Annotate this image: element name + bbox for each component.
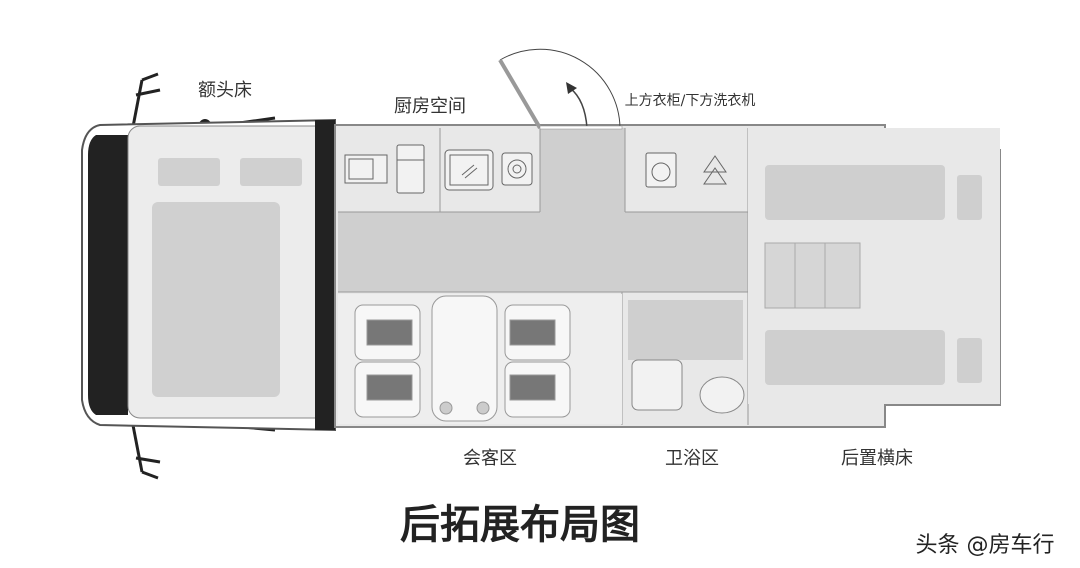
pillow bbox=[957, 338, 982, 383]
entry bbox=[540, 128, 625, 212]
door-swing bbox=[499, 48, 621, 129]
wash-basin bbox=[631, 359, 683, 411]
watermark: 头条 @房车行 bbox=[915, 533, 1055, 558]
aisle bbox=[338, 212, 748, 292]
hanger-icon bbox=[703, 155, 727, 185]
label-wardrobe: 上方衣柜/下方洗衣机 bbox=[624, 93, 756, 109]
rear-bed-top bbox=[765, 165, 945, 220]
pillow bbox=[957, 175, 982, 220]
label-rear-bed: 后置横床 bbox=[841, 448, 913, 469]
side-mirror-bottom bbox=[130, 419, 161, 480]
seat bbox=[354, 304, 571, 418]
pillow bbox=[158, 158, 220, 186]
page-title: 后拓展布局图 bbox=[400, 502, 640, 548]
label-bathroom: 卫浴区 bbox=[665, 448, 719, 469]
pillow bbox=[240, 158, 302, 186]
toilet bbox=[699, 376, 745, 414]
table bbox=[431, 295, 498, 422]
mattress bbox=[152, 202, 280, 397]
sink-icon bbox=[444, 149, 494, 191]
arrow-icon bbox=[566, 82, 577, 94]
windshield bbox=[88, 135, 128, 415]
microwave-icon bbox=[344, 154, 388, 184]
label-overcab-bed: 额头床 bbox=[198, 80, 252, 101]
rear-bed-bottom bbox=[765, 330, 945, 385]
label-kitchen: 厨房空间 bbox=[394, 96, 466, 117]
label-lounge: 会客区 bbox=[463, 448, 517, 469]
shower-floor bbox=[628, 300, 743, 360]
fridge-icon bbox=[396, 144, 425, 194]
washing-machine-icon bbox=[645, 152, 677, 188]
steps bbox=[764, 242, 861, 309]
stove-icon bbox=[501, 152, 533, 186]
